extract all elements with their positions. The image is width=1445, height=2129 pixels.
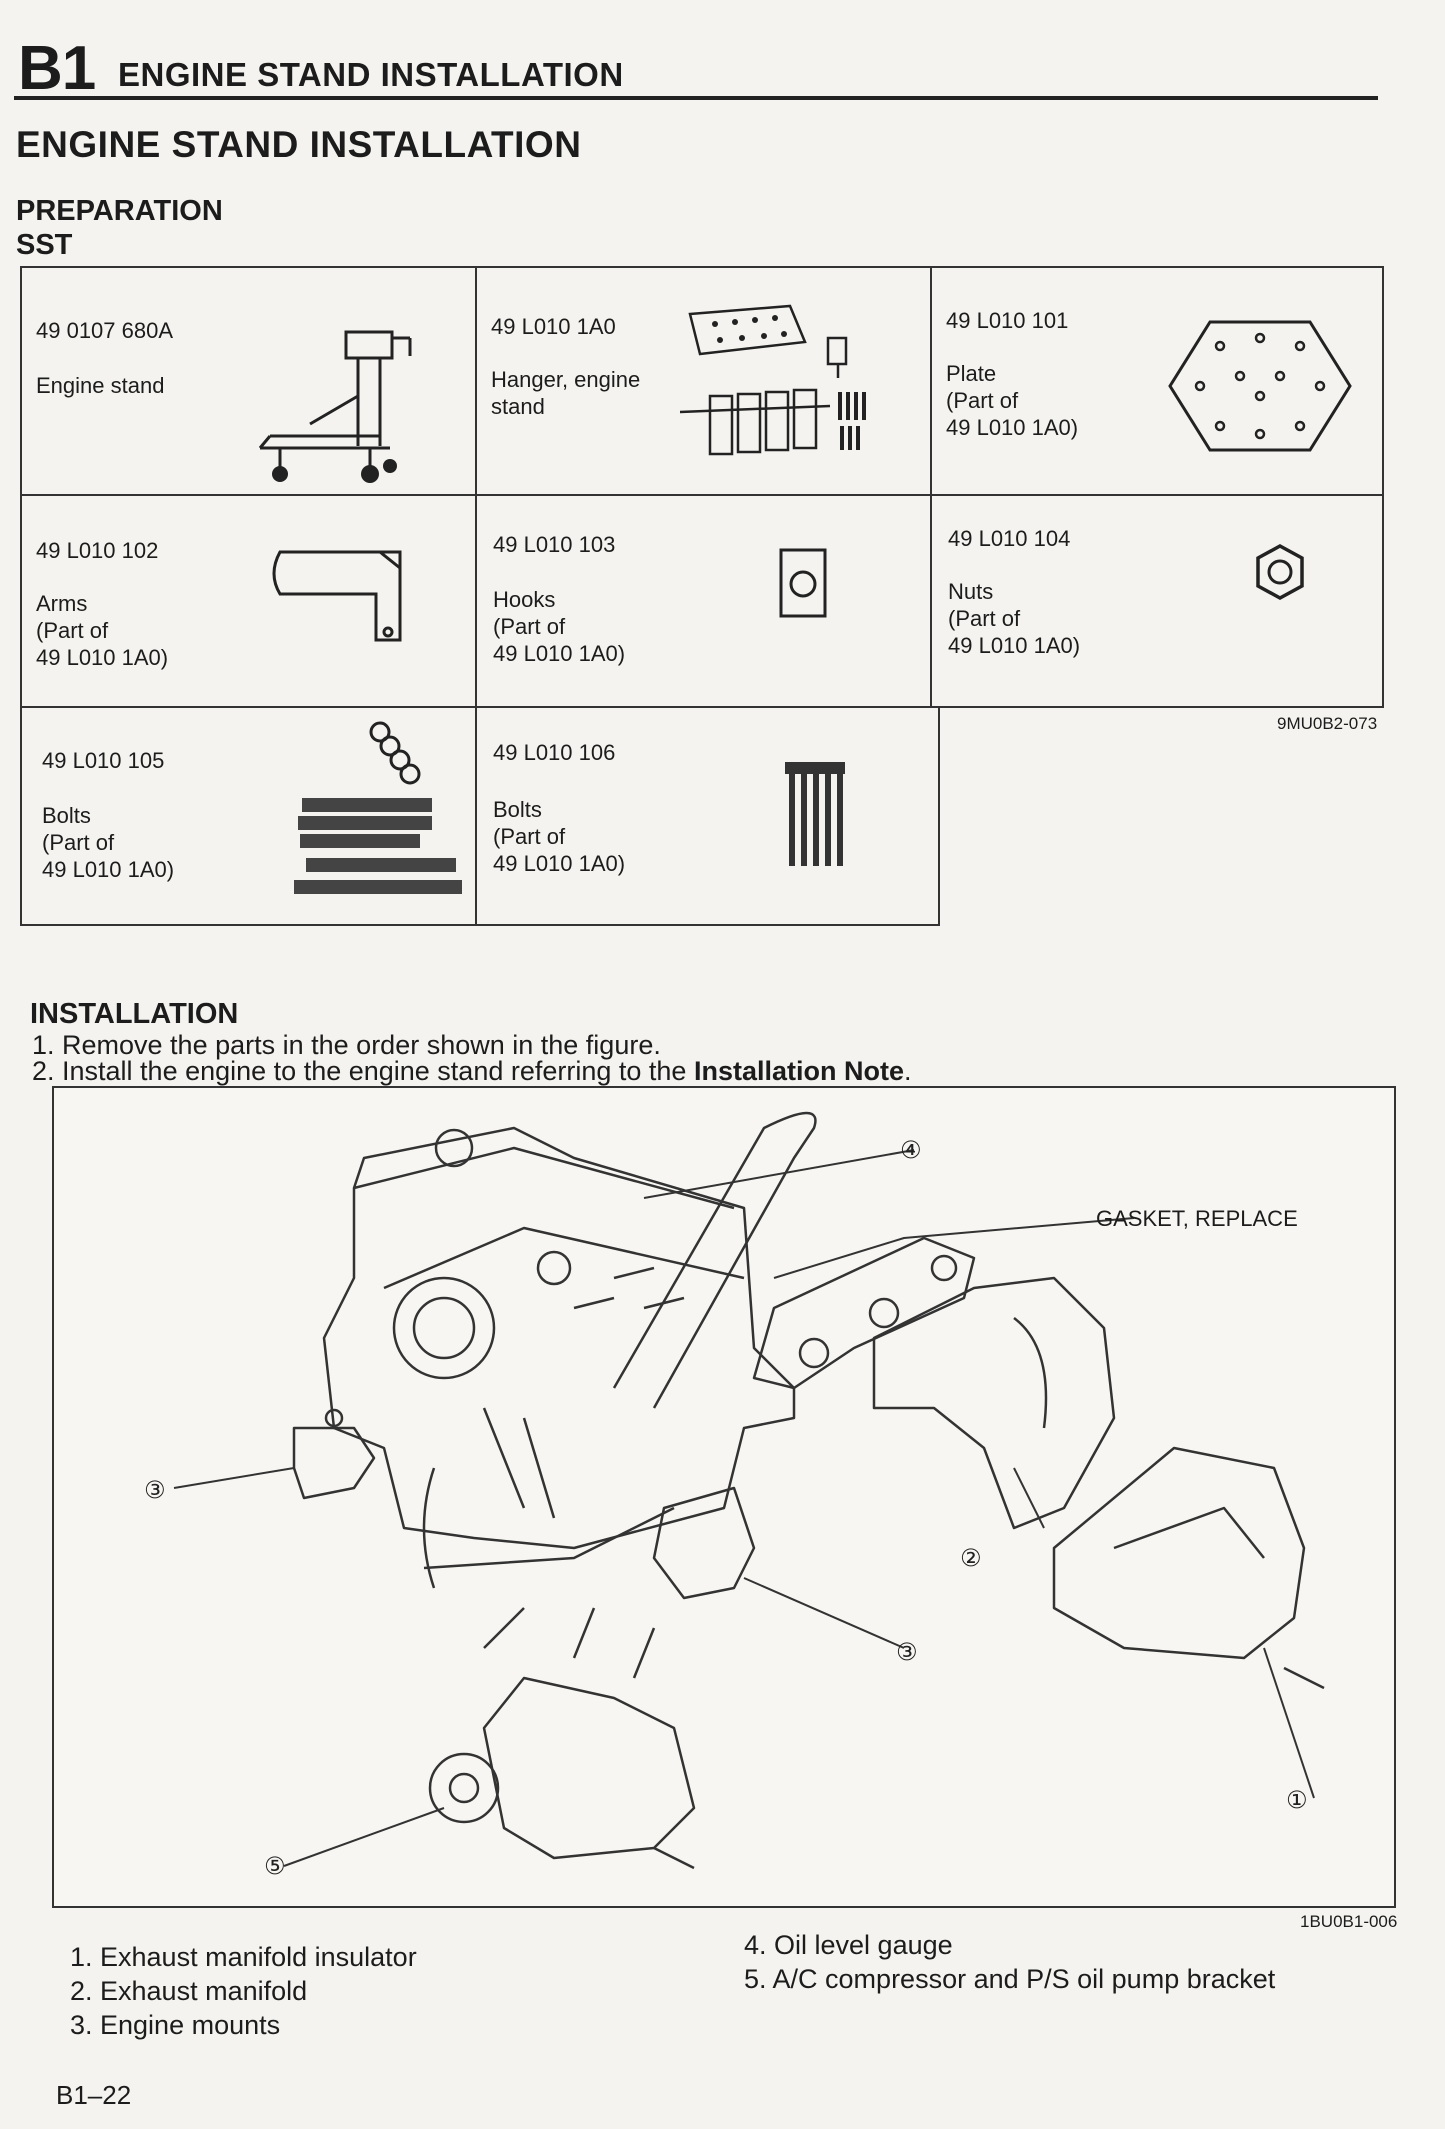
section-code: B1 <box>18 34 96 103</box>
legend-item-1: 1. Exhaust manifold insulator <box>70 1942 417 1972</box>
tool-number: 49 L010 106 <box>493 740 616 765</box>
tool-number: 49 L010 105 <box>42 748 165 773</box>
tool-description: Bolts (Part of 49 L010 1A0) <box>493 797 626 876</box>
tool-description: Arms (Part of 49 L010 1A0) <box>36 591 169 670</box>
sst-figure-code: 9MU0B2-073 <box>1277 714 1378 733</box>
tool-description: Engine stand <box>36 373 165 398</box>
callout-4: ④ <box>900 1136 922 1164</box>
tool-number: 49 L010 101 <box>946 308 1069 333</box>
header-title: ENGINE STAND INSTALLATION <box>118 56 624 93</box>
installation-step-1: 1. Remove the parts in the order shown i… <box>32 1030 661 1060</box>
sst-label: SST <box>16 229 73 261</box>
ac-ps-bracket <box>482 1676 696 1860</box>
engine-block <box>322 1126 796 1550</box>
exhaust-gasket <box>752 1236 976 1390</box>
sst-cell-hanger: 49 L010 1A0 Hanger, engine stand <box>475 266 930 494</box>
callout-3-center: ③ <box>896 1638 918 1666</box>
preparation-label: PREPARATION <box>16 195 223 227</box>
sst-cell-engine-stand: 49 0107 680A Engine stand <box>20 266 475 494</box>
tool-description: Nuts (Part of 49 L010 1A0) <box>948 579 1081 658</box>
engine-exploded-drawing: ④ ③ ③ ② ① ⑤ <box>144 1111 1325 1880</box>
tool-description: Hooks (Part of 49 L010 1A0) <box>493 587 626 666</box>
tool-description: Plate (Part of 49 L010 1A0) <box>946 361 1079 440</box>
legend-item-3: 3. Engine mounts <box>70 2010 281 2040</box>
sst-cell-short-bolts: 49 L010 106 Bolts (Part of 49 L010 1A0) <box>475 706 938 926</box>
legend-item-5: 5. A/C compressor and P/S oil pump brack… <box>744 1964 1276 1994</box>
exploded-view-figure: ④ ③ ③ ② ① ⑤ GASKET, REPLACE <box>52 1086 1396 1908</box>
callout-2: ② <box>960 1544 982 1572</box>
installation-step-2: 2. Install the engine to the engine stan… <box>32 1056 911 1087</box>
legend-left: 1. Exhaust manifold insulator 2. Exhaust… <box>70 1940 417 2042</box>
plate-icon <box>1168 320 1352 452</box>
engine-mount-center <box>652 1486 756 1600</box>
short-bolts-icon <box>785 762 845 866</box>
manifold-insulator <box>1052 1446 1306 1660</box>
sst-cell-long-bolts: 49 L010 105 Bolts (Part of 49 L010 1A0) <box>20 706 475 926</box>
legend-item-2: 2. Exhaust manifold <box>70 1976 308 2006</box>
step-2-suffix: . <box>903 1056 912 1086</box>
oil-level-gauge <box>612 1111 817 1409</box>
exhaust-manifold <box>872 1276 1116 1530</box>
sst-cell-arms: 49 L010 102 Arms (Part of 49 L010 1A0) <box>20 494 475 706</box>
long-bolts-icon <box>294 721 462 894</box>
tool-description: Hanger, engine stand <box>491 367 641 419</box>
step-2-text: 2. Install the engine to the engine stan… <box>32 1056 694 1086</box>
arm-icon <box>272 550 402 642</box>
tool-number: 49 L010 103 <box>493 532 616 557</box>
callout-5: ⑤ <box>264 1852 286 1880</box>
installation-title: INSTALLATION <box>30 998 239 1030</box>
hook-icon <box>779 548 827 618</box>
tool-description: Bolts (Part of 49 L010 1A0) <box>42 803 175 882</box>
section-title: ENGINE STAND INSTALLATION <box>16 124 582 165</box>
tool-number: 49 L010 1A0 <box>491 314 616 339</box>
engine-mount-left <box>292 1426 376 1500</box>
legend-item-4: 4. Oil level gauge <box>744 1930 953 1960</box>
figure-code: 1BU0B1-006 <box>1300 1912 1398 1931</box>
sst-table: 49 0107 680A Engine stand 49 L010 1A0 <box>20 266 1384 926</box>
page-number: B1–22 <box>56 2080 132 2110</box>
installation-note-ref: Installation Note <box>693 1056 904 1086</box>
engine-stand-icon <box>258 330 412 483</box>
hanger-set-icon <box>680 304 866 456</box>
sst-cell-plate: 49 L010 101 Plate (Part of 49 L010 1A0) <box>930 266 1384 494</box>
callout-3-left: ③ <box>144 1476 166 1504</box>
nut-icon <box>1256 544 1304 600</box>
tool-number: 49 L010 104 <box>948 526 1071 551</box>
tool-number: 49 L010 102 <box>36 538 159 563</box>
header-rule <box>14 96 1378 100</box>
preparation-heading: PREPARATION SST <box>16 194 223 262</box>
tool-number: 49 0107 680A <box>36 318 174 343</box>
sst-cell-nuts: 49 L010 104 Nuts (Part of 49 L010 1A0) <box>930 494 1384 706</box>
sst-cell-hooks: 49 L010 103 Hooks (Part of 49 L010 1A0) <box>475 494 930 706</box>
legend-right: 4. Oil level gauge 5. A/C compressor and… <box>744 1928 1275 1996</box>
callout-1: ① <box>1286 1786 1308 1814</box>
gasket-replace-label: GASKET, REPLACE <box>1096 1206 1298 1231</box>
